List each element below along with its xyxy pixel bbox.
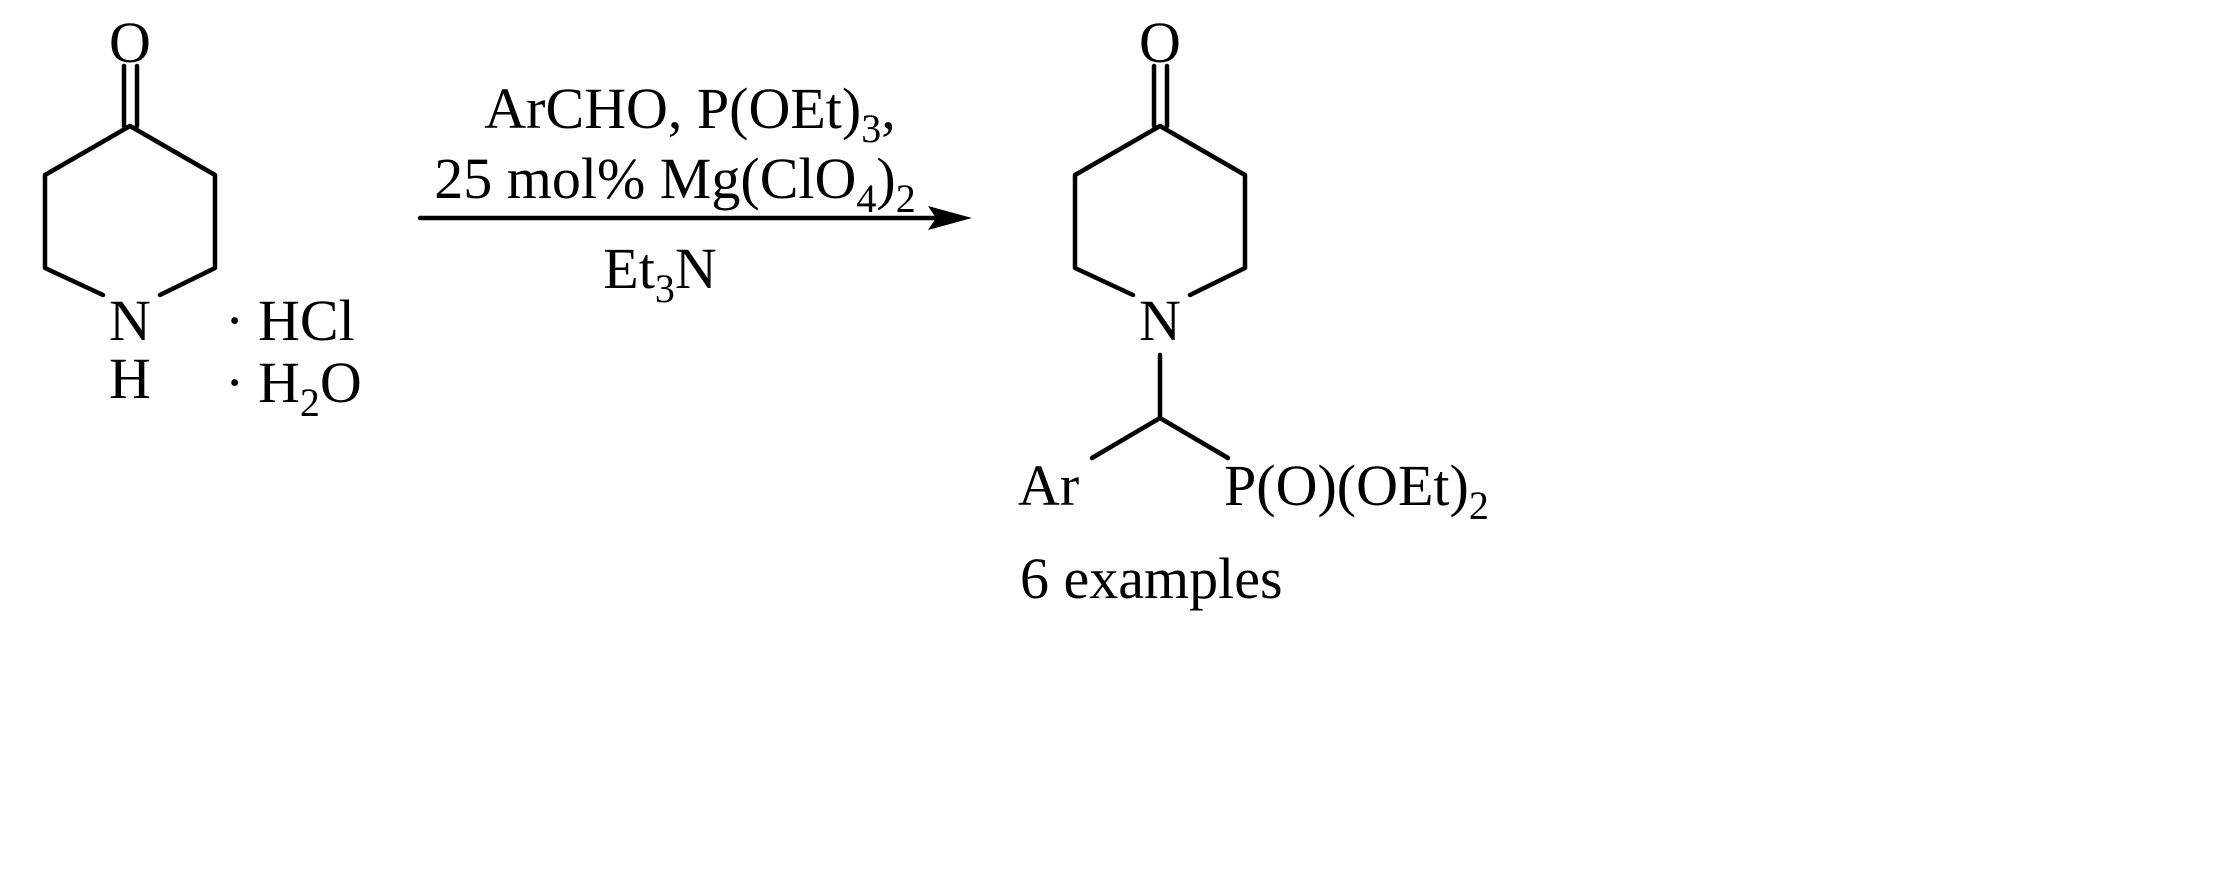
condition-base: Et3N — [603, 236, 716, 311]
arrow-head — [928, 206, 972, 230]
condition-catalyst: 25 mol% Mg(ClO4)2 — [434, 146, 915, 221]
product-ring-nitrogen-label: N — [1139, 288, 1181, 353]
product-structure: O N Ar P(O)(OEt)2 6 examples — [1018, 10, 1489, 611]
ring-hydrogen-label: H — [109, 346, 151, 411]
product-piperidone-ring — [1072, 123, 1248, 298]
ch-aryl-bond — [1089, 415, 1163, 461]
hydrate-label: H2O — [258, 350, 362, 425]
hydrate-dot: · — [225, 350, 244, 415]
piperidone-ring — [42, 123, 218, 298]
ch-phosphorus-bond — [1157, 415, 1231, 461]
carbonyl-oxygen-label: O — [109, 10, 151, 75]
reactant-structure: O N H · HCl · H2O — [42, 10, 362, 425]
aryl-label: Ar — [1018, 453, 1079, 518]
reaction-arrow — [417, 206, 972, 230]
product-carbonyl-oxygen-label: O — [1139, 10, 1181, 75]
phosphonate-label: P(O)(OEt)2 — [1224, 453, 1489, 528]
condition-reagents: ArCHO, P(OEt)3, — [484, 76, 895, 151]
ring-nitrogen-label: N — [109, 288, 151, 353]
hcl-dot: · — [225, 288, 244, 353]
examples-count-label: 6 examples — [1020, 546, 1283, 611]
hcl-label: HCl — [258, 288, 355, 353]
